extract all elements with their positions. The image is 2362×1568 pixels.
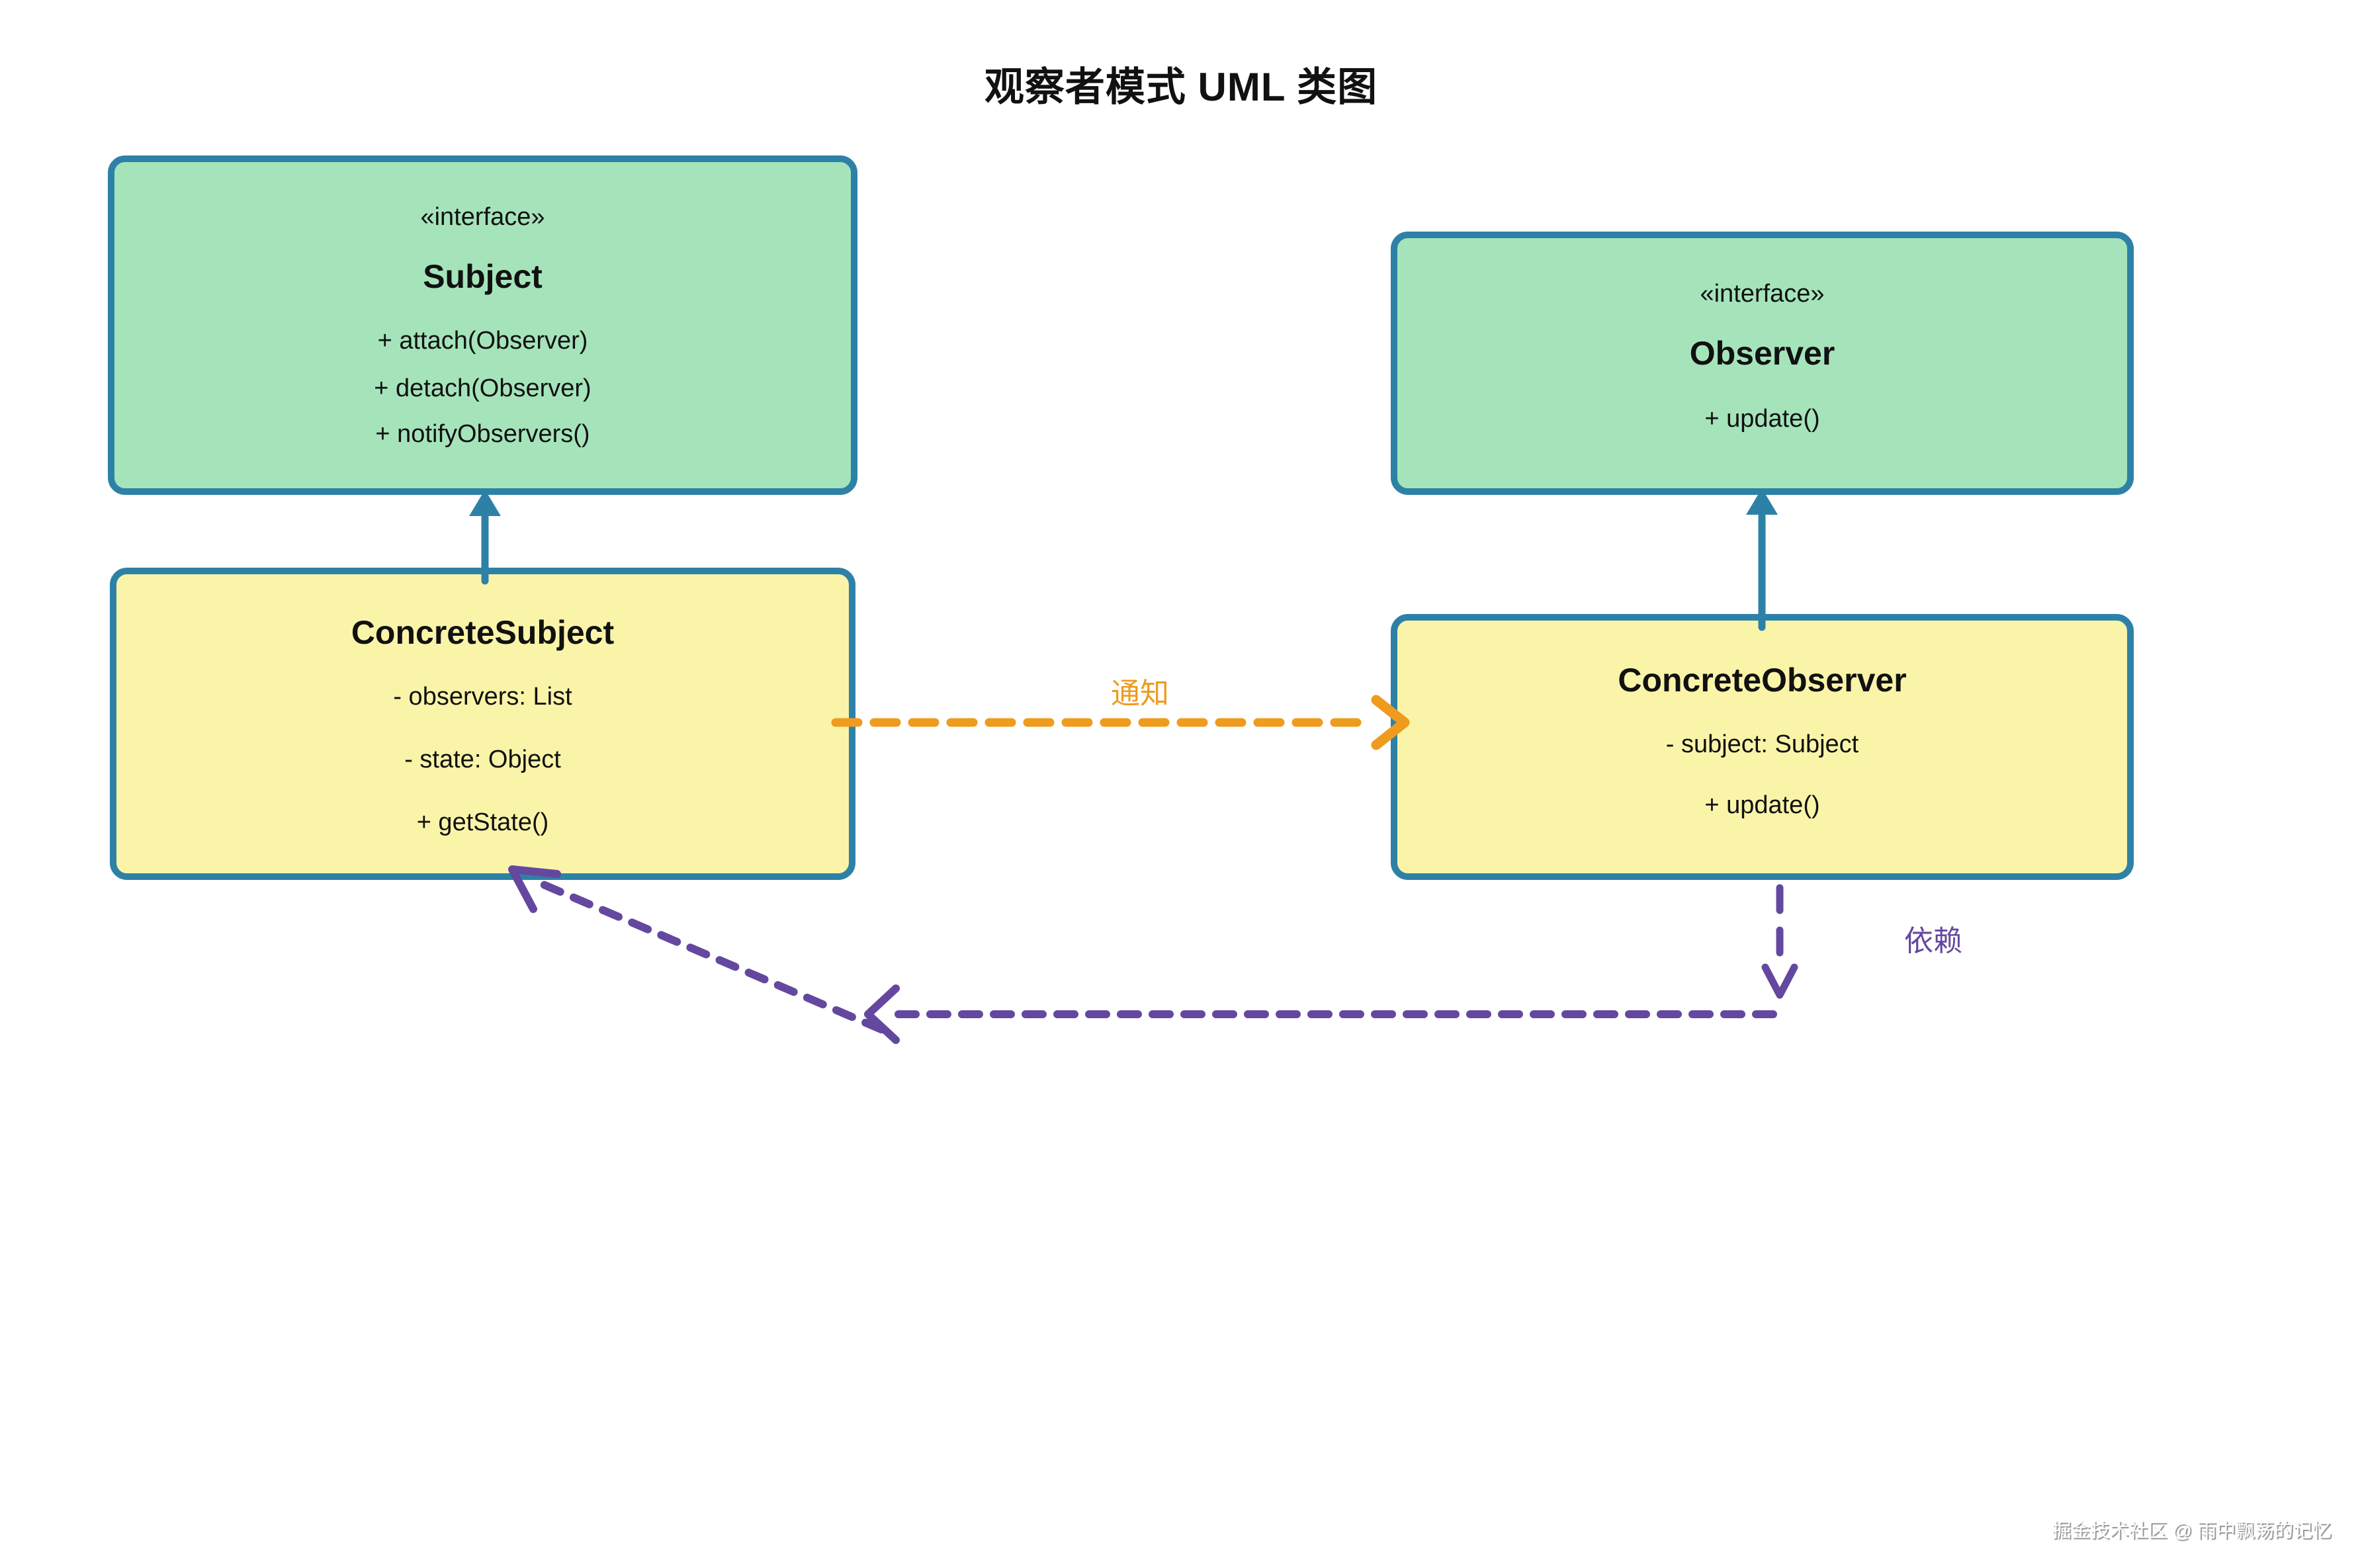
class-name: Observer [1689, 335, 1835, 372]
arrowhead-chevron-icon [508, 865, 561, 913]
class-member: + getState() [416, 808, 549, 836]
dependency-edge-label: 依赖 [1904, 925, 1962, 957]
realization-arrow-observer [1746, 488, 1778, 631]
class-name: ConcreteObserver [1618, 662, 1907, 699]
class-name: Subject [423, 258, 543, 295]
class-member: + update() [1704, 405, 1820, 433]
class-name: ConcreteSubject [351, 614, 615, 651]
class-member: - state: Object [404, 746, 561, 773]
class-member: + update() [1704, 791, 1820, 819]
class-member: - subject: Subject [1665, 730, 1859, 758]
realization-arrow-subject [469, 490, 501, 585]
class-member: + notifyObservers() [375, 420, 590, 448]
dependency-arrow [508, 865, 1798, 1044]
arrowhead-chevron-icon [864, 984, 900, 1044]
class-box-subject: «interface» Subject + attach(Observer) +… [108, 155, 857, 495]
arrowhead-chevron-icon [1761, 963, 1798, 999]
class-member: + attach(Observer) [377, 327, 588, 355]
dependency-diagonal-line [533, 878, 885, 1033]
watermark: 掘金技术社区 @ 雨中飘荡的记忆 [2052, 1520, 2332, 1542]
notify-edge-label: 通知 [1111, 677, 1169, 710]
diagram-title: 观察者模式 UML 类图 [984, 65, 1378, 109]
class-member: + detach(Observer) [374, 374, 591, 402]
arrowhead-chevron-icon [1371, 695, 1410, 750]
class-stereotype: «interface» [420, 203, 545, 231]
notify-arrow [831, 695, 1410, 750]
arrowhead-triangle-icon [1746, 488, 1778, 515]
class-stereotype: «interface» [1700, 280, 1825, 308]
class-member: - observers: List [393, 683, 572, 711]
class-box-concrete-observer: ConcreteObserver - subject: Subject + up… [1391, 614, 2134, 880]
arrowhead-triangle-icon [469, 490, 501, 516]
